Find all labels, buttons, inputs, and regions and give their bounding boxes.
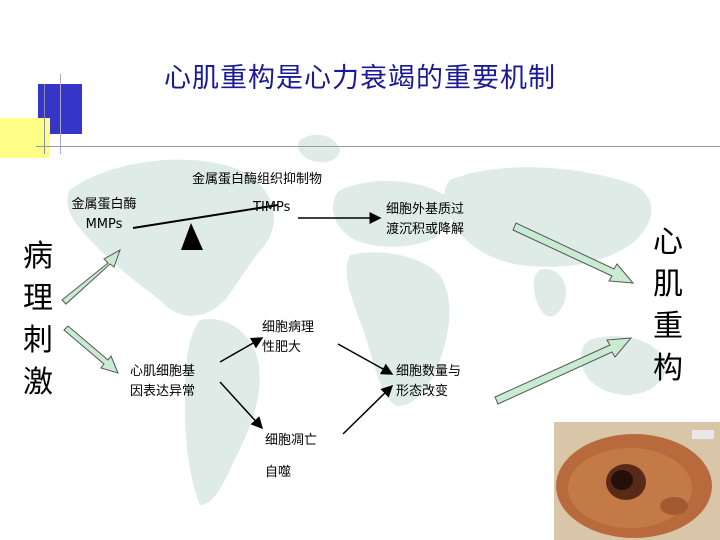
node-gene-expression: 心肌细胞基 因表达异常 [130, 364, 196, 399]
arrow-gene-to-hypertrophy [219, 337, 264, 363]
node-cell-change: 细胞数量与 形态改变 [396, 364, 462, 399]
node-timps-abbr: TIMPs [253, 200, 291, 215]
arrow-hypertrophy-to-change [337, 343, 394, 375]
node-mmps: 金属蛋白酶 MMPs [71, 197, 137, 232]
balance-beam [132, 204, 279, 229]
node-apoptosis: 细胞凋亡 自噬 [265, 433, 318, 480]
node-hypertrophy: 细胞病理 性肥大 [262, 320, 315, 355]
block-arrow-stimulus-to-gene [63, 325, 119, 374]
decor-line-vertical-2 [60, 74, 61, 154]
label-myocardial-remodeling: 心 肌 重 构 [653, 225, 683, 386]
decor-line-horizontal [36, 146, 720, 147]
block-arrow-change-to-remodeling [494, 337, 633, 405]
arrow-apoptosis-to-change [342, 384, 394, 435]
decor-yellow-square [0, 118, 50, 158]
arrow-gene-to-apoptosis [219, 381, 264, 430]
node-timps-title: 金属蛋白酶组织抑制物 [192, 172, 323, 187]
slide-title: 心肌重构是心力衰竭的重要机制 [164, 63, 556, 94]
block-arrow-stimulus-to-balance [61, 248, 121, 305]
label-pathological-stimulus: 病 理 刺 激 [23, 239, 53, 400]
heart-cross-section-photo [554, 422, 720, 540]
node-ecm: 细胞外基质过 渡沉积或降解 [386, 202, 465, 237]
block-arrow-ecm-to-remodeling [512, 222, 635, 284]
balance-fulcrum-icon [181, 223, 203, 250]
decor-line-vertical [44, 84, 45, 154]
